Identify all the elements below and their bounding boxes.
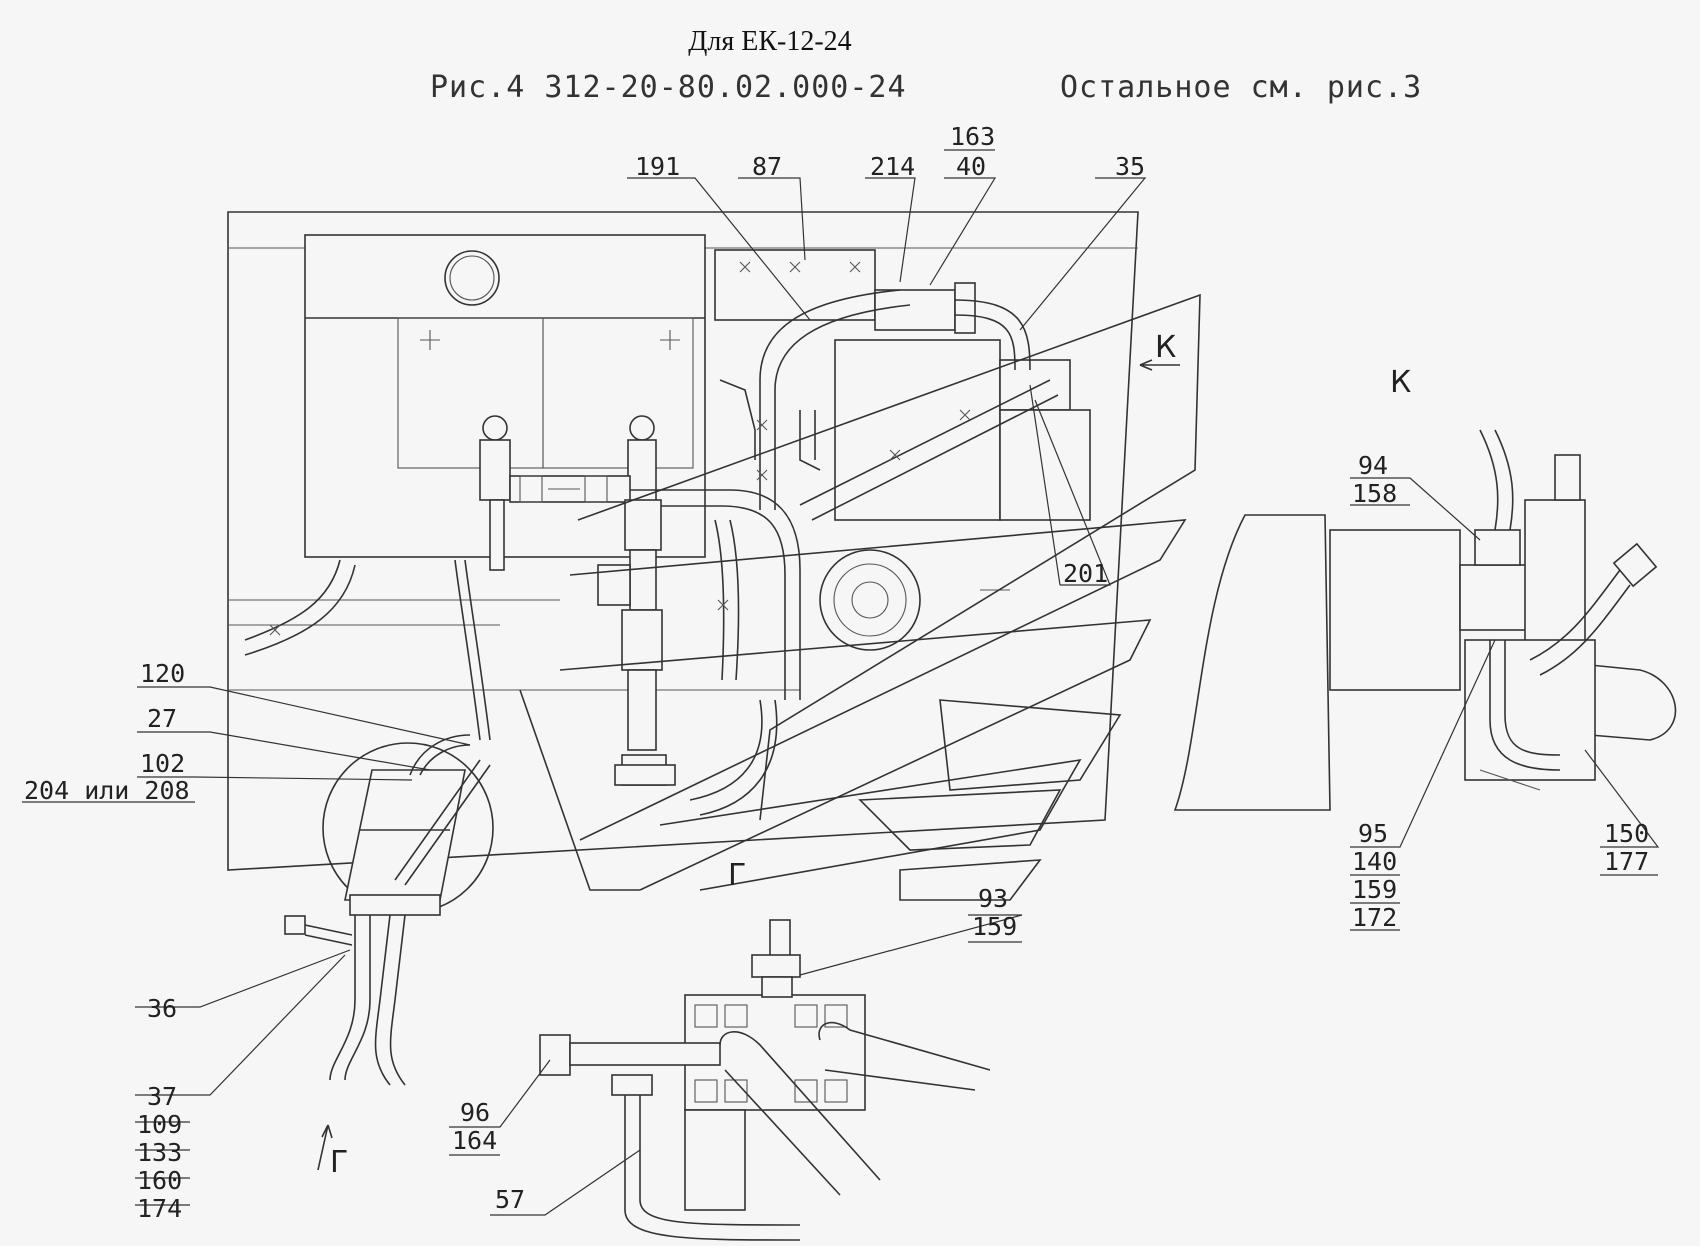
figure-caption: Рис.4 312-20-80.02.000-24 (430, 70, 907, 105)
callout-57: 57 (495, 1185, 525, 1214)
callout-93: 93 (978, 884, 1008, 913)
view-g-detail (539, 919, 991, 1241)
callout-164: 164 (452, 1126, 497, 1155)
callout-35: 35 (1115, 152, 1145, 181)
callout-160: 160 (137, 1166, 182, 1195)
view-g-label: Г (728, 858, 746, 893)
callout-120: 120 (140, 659, 185, 688)
callout-27: 27 (147, 704, 177, 733)
callout-109: 109 (137, 1110, 182, 1139)
callout-172: 172 (1352, 903, 1397, 932)
hose-diagonal (799, 379, 1051, 506)
callout-159: 159 (1352, 875, 1397, 904)
filler-cap-icon (444, 250, 500, 306)
callout-150: 150 (1604, 819, 1649, 848)
callout-201: 201 (1063, 559, 1108, 588)
main-view (227, 211, 1201, 1086)
callout-174: 174 (137, 1194, 182, 1223)
hose-markings (269, 261, 971, 636)
leader-lines (22, 149, 1660, 1216)
callout-191: 191 (635, 152, 680, 181)
callout-177: 177 (1604, 847, 1649, 876)
view-k-arrow-label: К (1155, 330, 1176, 365)
callout-159-g: 159 (972, 912, 1017, 941)
distributor-block (284, 734, 494, 1086)
callout-40: 40 (956, 152, 986, 181)
callout-214: 214 (870, 152, 915, 181)
callout-158: 158 (1352, 479, 1397, 508)
section-chevrons (519, 293, 1201, 901)
reference-note: Остальное см. рис.3 (1060, 70, 1422, 105)
view-k-title: К (1390, 365, 1411, 400)
callout-87: 87 (752, 152, 782, 181)
view-g-arrow-label: Г (330, 1145, 348, 1180)
callout-94: 94 (1358, 451, 1388, 480)
drawing-title: Для ЕК-12-24 (688, 26, 851, 57)
pump-unit (819, 339, 1091, 651)
fitting-column (597, 499, 676, 786)
hose-191 (759, 289, 901, 510)
callout-95: 95 (1358, 819, 1388, 848)
callout-140: 140 (1352, 847, 1397, 876)
callout-36: 36 (147, 994, 177, 1023)
tank-valves (479, 415, 801, 700)
view-k-detail (1173, 429, 1677, 811)
callout-133: 133 (137, 1138, 182, 1167)
pipe-filter (714, 249, 976, 334)
callout-96: 96 (460, 1098, 490, 1127)
callout-204: 204 или 208 (24, 776, 190, 805)
callout-102: 102 (140, 749, 185, 778)
callout-163: 163 (950, 122, 995, 151)
callout-37: 37 (147, 1082, 177, 1111)
